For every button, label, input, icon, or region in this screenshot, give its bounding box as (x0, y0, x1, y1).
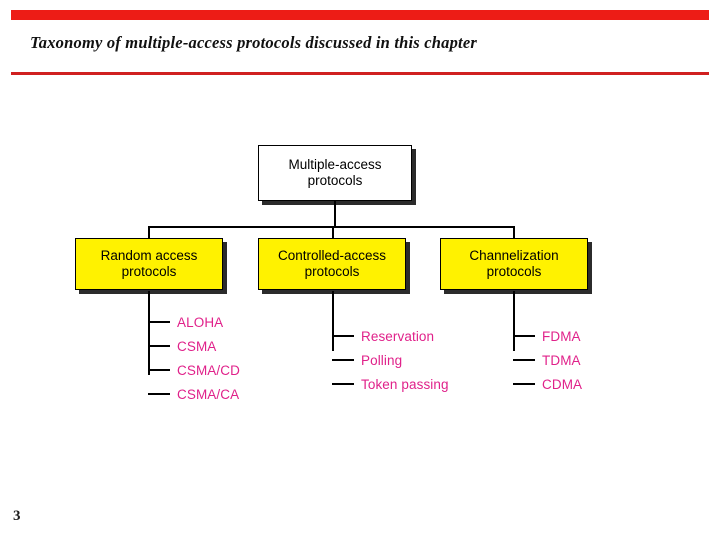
leaf-tick-icon (148, 345, 170, 347)
leaf-tick-icon (148, 321, 170, 323)
node-random-access-protocols[interactable]: Random access protocols (75, 238, 223, 290)
leaf-item[interactable]: CSMA/CA (148, 385, 239, 403)
header-bottom-red-rule (11, 72, 709, 75)
leaf-tick-icon (148, 393, 170, 395)
leaf-label: CDMA (542, 376, 583, 392)
leaf-item[interactable]: FDMA (513, 327, 581, 345)
leaf-tick-icon (332, 359, 354, 361)
header-top-red-bar (11, 10, 709, 20)
node-label-line2: protocols (486, 264, 542, 279)
connector-root-stem (334, 201, 336, 227)
leaf-spine (332, 291, 334, 351)
node-label-line1: Multiple-access (288, 157, 382, 173)
leaf-item[interactable]: ALOHA (148, 313, 223, 331)
leaf-label: Token passing (361, 376, 449, 392)
page-number: 3 (13, 508, 21, 524)
leaf-tick-icon (332, 335, 354, 337)
node-label-line2: protocols (304, 264, 360, 279)
leaf-label: CSMA/CA (177, 386, 240, 402)
node-label-line2: protocols (121, 264, 177, 279)
leaf-tick-icon (148, 369, 170, 371)
leaf-item[interactable]: Polling (332, 351, 402, 369)
leaf-item[interactable]: CSMA/CD (148, 361, 240, 379)
leaf-spine (513, 291, 515, 351)
leaf-item[interactable]: TDMA (513, 351, 581, 369)
node-label-line1: Random access (100, 248, 198, 264)
page-title: Taxonomy of multiple-access protocols di… (30, 33, 477, 52)
node-label-line2: protocols (307, 173, 363, 188)
connector-drop-random (148, 226, 150, 239)
leaf-item[interactable]: CSMA (148, 337, 216, 355)
connector-drop-controlled (332, 226, 334, 239)
leaf-tick-icon (513, 335, 535, 337)
node-label-line1: Channelization (469, 248, 559, 264)
leaf-item[interactable]: Reservation (332, 327, 434, 345)
leaf-label: Reservation (361, 328, 435, 344)
node-channelization-protocols[interactable]: Channelization protocols (440, 238, 588, 290)
leaf-label: ALOHA (177, 314, 224, 330)
connector-drop-channelization (513, 226, 515, 239)
connector-horizontal-bus (148, 226, 515, 228)
leaf-item[interactable]: Token passing (332, 375, 449, 393)
leaf-item[interactable]: CDMA (513, 375, 582, 393)
leaf-label: FDMA (542, 328, 581, 344)
leaf-tick-icon (513, 359, 535, 361)
leaf-spine (148, 291, 150, 375)
node-label-line1: Controlled-access (277, 248, 387, 264)
leaf-label: TDMA (542, 352, 581, 368)
node-multiple-access-protocols[interactable]: Multiple-access protocols (258, 145, 412, 201)
node-controlled-access-protocols[interactable]: Controlled-access protocols (258, 238, 406, 290)
leaf-tick-icon (332, 383, 354, 385)
leaf-label: CSMA (177, 338, 217, 354)
leaf-label: Polling (361, 352, 403, 368)
leaf-tick-icon (513, 383, 535, 385)
leaf-label: CSMA/CD (177, 362, 240, 378)
